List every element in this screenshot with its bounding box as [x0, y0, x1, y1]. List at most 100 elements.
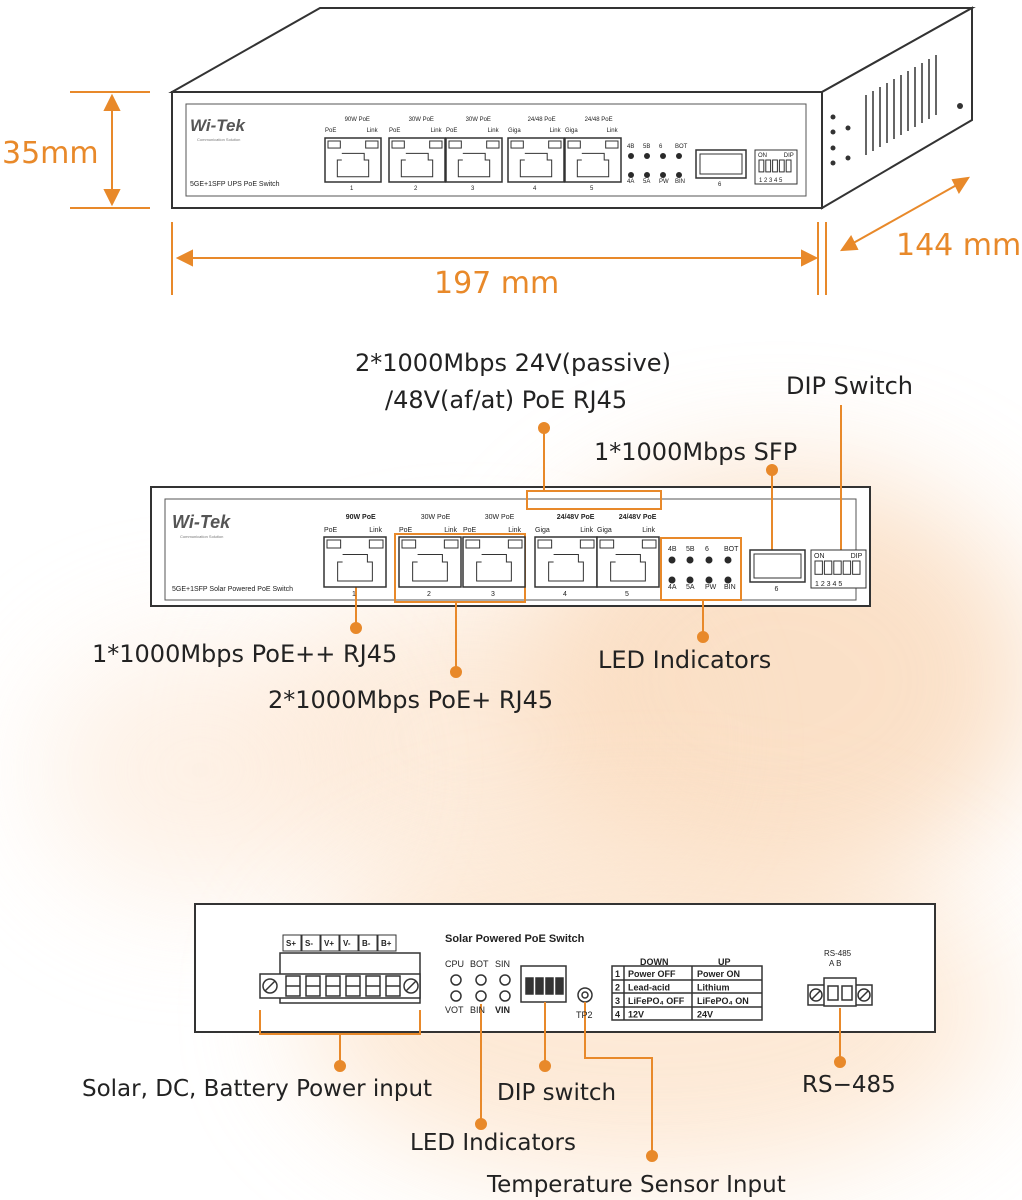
- label-sfp: 1*1000Mbps SFP: [594, 438, 798, 466]
- dip-table-up: LiFePO₄ ON: [697, 996, 749, 1006]
- port-right-label: Link: [550, 128, 562, 134]
- terminal-label-box: [282, 934, 302, 952]
- brand-tagline: Communication Solution: [197, 137, 241, 142]
- sfp-number: 6: [718, 182, 722, 188]
- terminal-label: V+: [324, 939, 334, 948]
- led-label: 5A: [643, 179, 650, 185]
- label-led-indicators: LED Indicators: [598, 646, 772, 674]
- port-number: 2: [414, 186, 418, 192]
- led-dot: [668, 556, 676, 564]
- terminal-label: B+: [381, 939, 392, 948]
- port-header: 24/48 PoE: [528, 117, 556, 123]
- dip-table-down: 12V: [628, 1010, 644, 1020]
- rj45-port: [564, 137, 622, 183]
- dip-toggle: [823, 560, 833, 575]
- sfp-port: [749, 549, 806, 583]
- rear-callout-lines: [259, 1002, 846, 1162]
- model-name: 5GE+1SFP UPS PoE Switch: [190, 181, 280, 188]
- tp2-label: TP2: [576, 1010, 593, 1020]
- dip-toggle: [814, 560, 823, 575]
- port-right-label: Link: [488, 128, 500, 134]
- rj45-port: [534, 536, 598, 588]
- port-header: 90W PoE: [346, 514, 376, 521]
- dip-table-header: UP: [718, 957, 731, 967]
- led-dot: [660, 172, 666, 178]
- rj45-port: [445, 137, 503, 183]
- label-poe-24-48-line1: 2*1000Mbps 24V(passive): [355, 349, 671, 377]
- terminal-label-box: [358, 934, 378, 952]
- label-power-input: Solar, DC, Battery Power input: [82, 1076, 433, 1102]
- rear-led-label: VOT: [445, 1005, 464, 1015]
- label-rs485: RS−485: [802, 1072, 896, 1098]
- led-dot: [644, 172, 650, 178]
- terminal-label-box: [377, 934, 397, 952]
- dip-toggle: [833, 560, 842, 575]
- terminal-label: S-: [305, 939, 313, 948]
- dip-toggle: [765, 159, 772, 173]
- rear-dip-switch: [520, 965, 567, 1003]
- led-dot: [644, 153, 650, 159]
- rj45-port: [398, 536, 462, 588]
- dip-numbers: 1 2 3 4 5: [815, 581, 842, 588]
- port-number: 3: [491, 591, 495, 598]
- port-number: 3: [471, 186, 475, 192]
- dip-table-up: Lithium: [697, 983, 730, 993]
- dip-table-down: LiFePO₄ OFF: [628, 996, 685, 1006]
- led-label: 4B: [627, 144, 634, 150]
- led-label: 6: [705, 546, 709, 553]
- led-dot: [724, 576, 732, 584]
- dip-table-index: 3: [615, 996, 620, 1006]
- dip-table-down: Power OFF: [628, 969, 676, 979]
- label-rear-dip-switch: DIP switch: [497, 1080, 617, 1106]
- dip-table-index: 1: [615, 969, 620, 979]
- front-panel-border: [185, 103, 807, 197]
- label-rear-led-indicators: LED Indicators: [410, 1130, 576, 1156]
- rj45-port: [324, 137, 382, 183]
- port-left-label: Giga: [535, 527, 550, 534]
- port-left-label: PoE: [463, 527, 477, 534]
- dip-toggle: [842, 560, 852, 575]
- front-brand-tagline: Communication Solution: [180, 534, 224, 539]
- led-dot: [628, 172, 634, 178]
- terminal-label: B-: [362, 939, 371, 948]
- side-screws: [830, 103, 963, 166]
- dip-table-index: 4: [615, 1010, 620, 1020]
- led-dot: [705, 556, 713, 564]
- rj45-port: [507, 137, 565, 183]
- rear-led-label: VIN: [495, 1005, 510, 1015]
- port-left-label: PoE: [324, 527, 338, 534]
- led-dot: [676, 172, 682, 178]
- front-model-name: 5GE+1SFP Solar Powered PoE Switch: [172, 586, 294, 593]
- port-header: 30W PoE: [409, 117, 434, 123]
- rear-led-label: BOT: [470, 959, 489, 969]
- dip-toggle: [852, 560, 861, 575]
- dip-table-index: 2: [615, 983, 620, 993]
- dip-table-grid: [611, 965, 763, 1021]
- dip-label: DIP: [784, 153, 794, 159]
- port-header: 30W PoE: [485, 514, 515, 521]
- port-header: 90W PoE: [345, 117, 370, 123]
- led-label: BIN: [724, 584, 736, 591]
- port-left-label: Giga: [508, 128, 521, 134]
- width-dimension-label: 197 mm: [434, 266, 560, 301]
- dip-label: DIP: [851, 553, 863, 560]
- rj45-port: [462, 536, 526, 588]
- dip-table-down: Lead-acid: [628, 983, 670, 993]
- port-right-label: Link: [369, 527, 382, 534]
- led-label: BOT: [675, 144, 688, 150]
- led-label: BIN: [675, 179, 685, 185]
- rear-title: Solar Powered PoE Switch: [445, 933, 585, 945]
- depth-dimension-label: 144 mm: [896, 228, 1022, 263]
- led-label: 4B: [668, 546, 677, 553]
- led-dot: [686, 576, 694, 584]
- port-number: 5: [625, 591, 629, 598]
- rear-led-label: SIN: [495, 959, 510, 969]
- label-poe-plus-plus: 1*1000Mbps PoE++ RJ45: [92, 640, 398, 668]
- led-label: 5B: [643, 144, 650, 150]
- terminal-label-box: [301, 934, 321, 952]
- led-label: BOT: [724, 546, 739, 553]
- dip-toggle: [785, 159, 792, 173]
